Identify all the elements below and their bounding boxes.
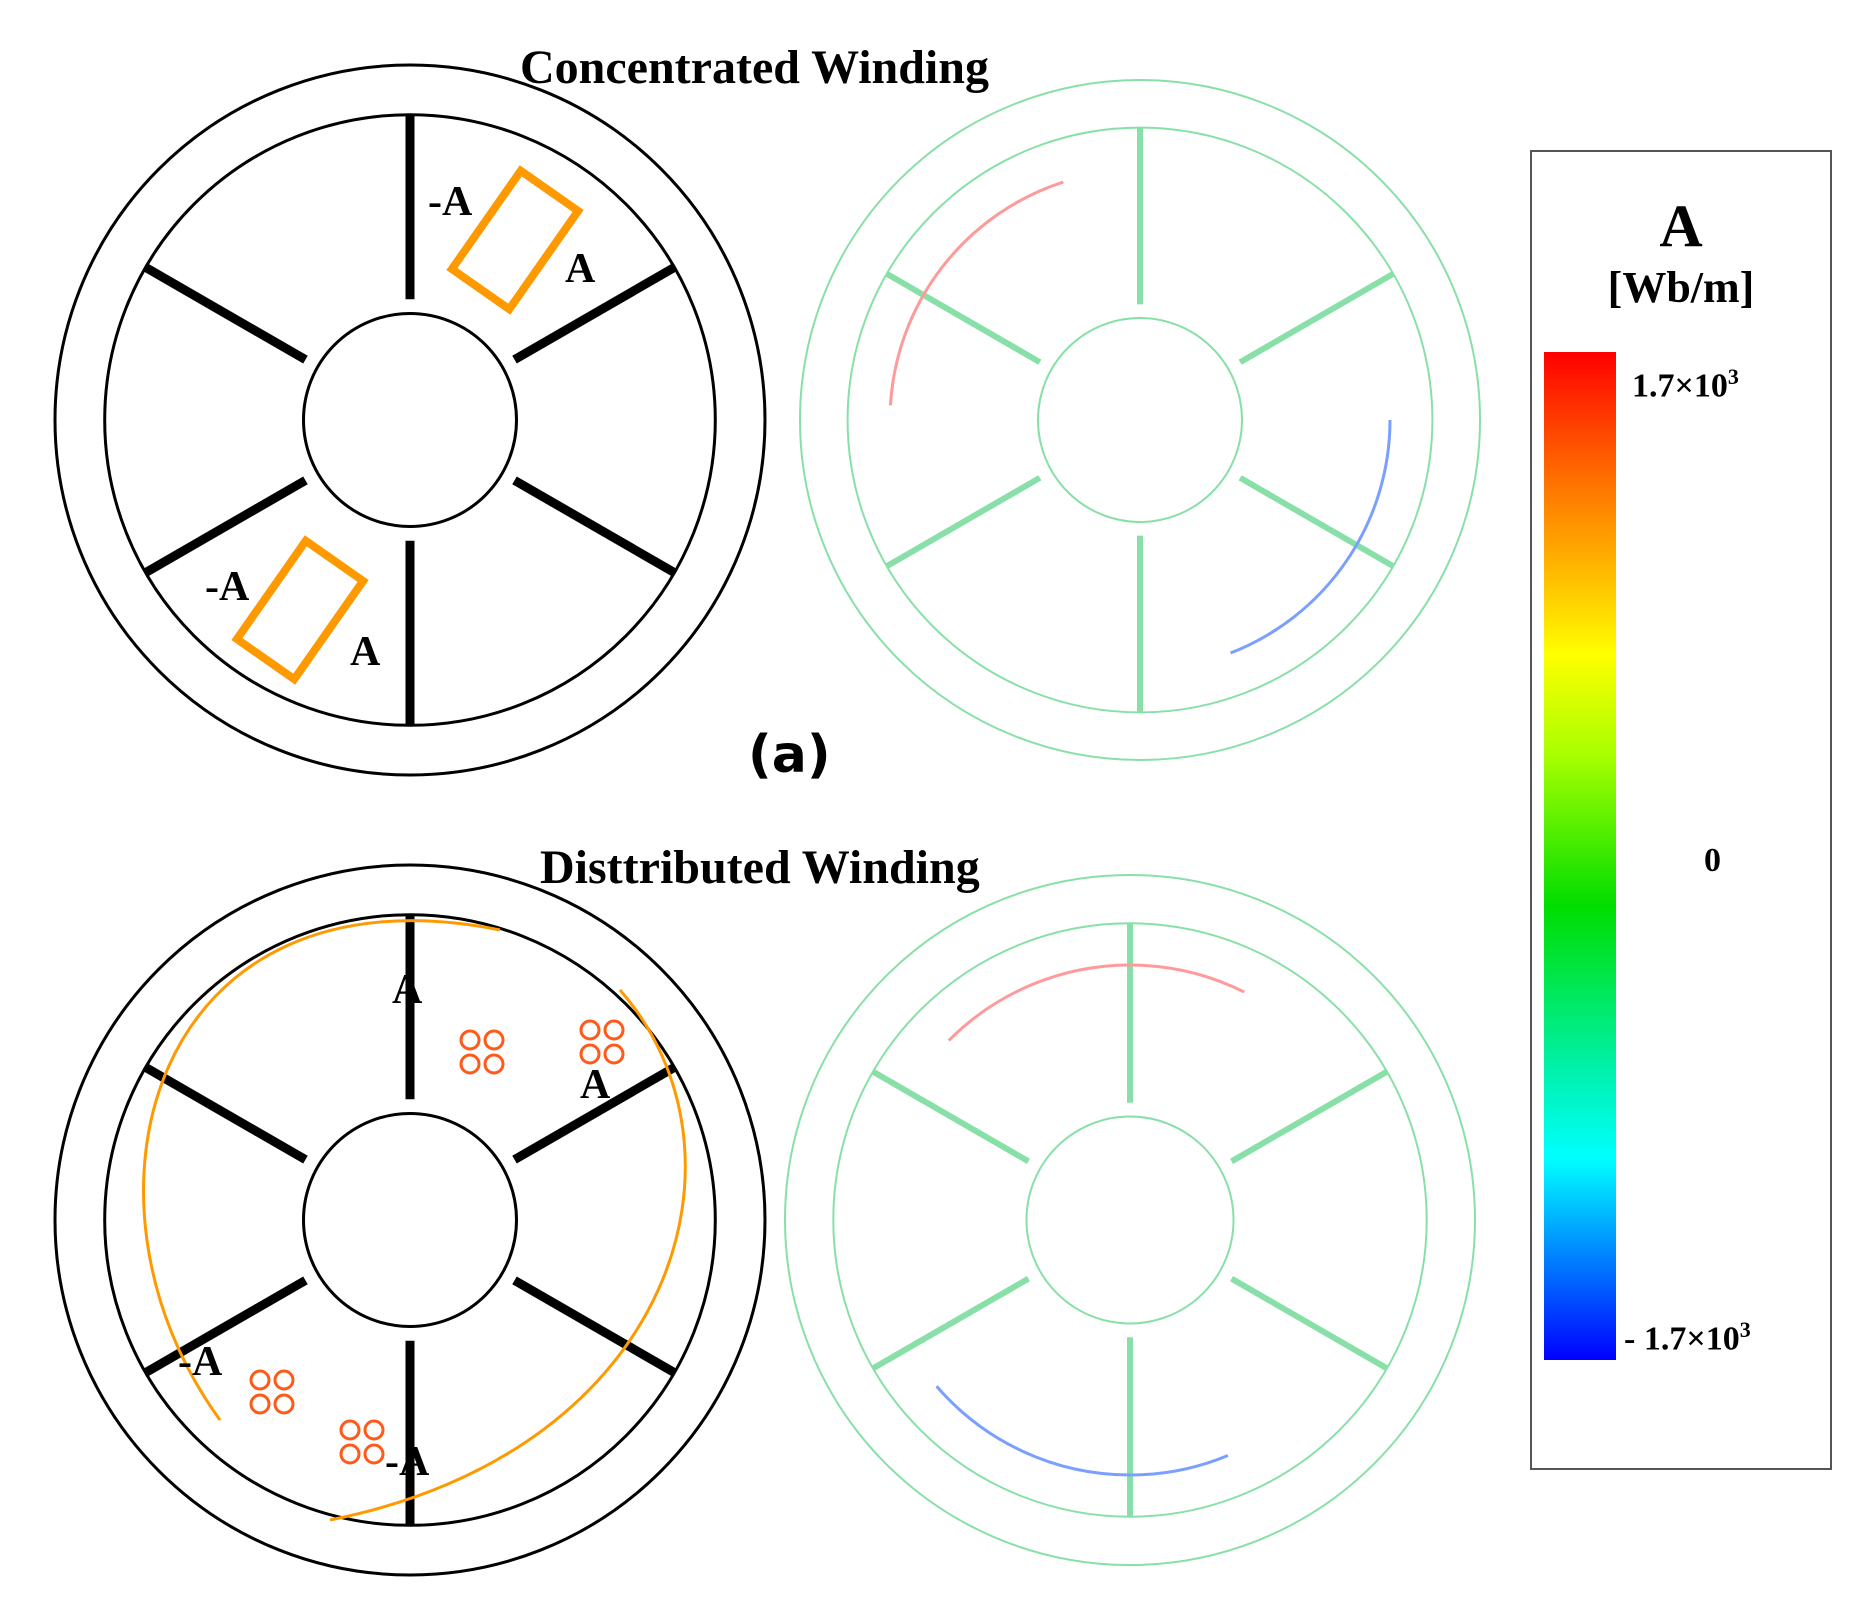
distributed-motor-outer-circle bbox=[53, 863, 767, 1577]
colorbar-mid-label: 0 bbox=[1704, 842, 1721, 879]
distributed-conductor-3-0 bbox=[339, 1419, 361, 1441]
colorbar-gradient bbox=[1544, 352, 1616, 1360]
distributed-conductor-1-1 bbox=[603, 1019, 625, 1041]
distributed-field-pole-3 bbox=[871, 1069, 1030, 1164]
concentrated-field-pole-0 bbox=[1238, 475, 1395, 569]
distributed-conductor-0-2 bbox=[459, 1053, 481, 1075]
distributed-conductor-2-2 bbox=[249, 1393, 271, 1415]
distributed-field-pole-5 bbox=[1230, 1069, 1389, 1164]
distributed-conductor-2-3 bbox=[273, 1393, 295, 1415]
concentrated-label-1: -A bbox=[428, 179, 473, 225]
distributed-label-1: A bbox=[392, 967, 423, 1013]
distributed-conductor-2-1 bbox=[273, 1369, 295, 1391]
distributed-conductor-1-3 bbox=[603, 1043, 625, 1065]
distributed-conductor-1-0 bbox=[579, 1019, 601, 1041]
subfigure-label: (a) bbox=[748, 725, 831, 785]
distributed-field-pole-2 bbox=[871, 1276, 1030, 1371]
distributed-conductor-3-2 bbox=[339, 1443, 361, 1465]
distributed-label-2: A bbox=[580, 1062, 611, 1108]
distributed-end-winding-2 bbox=[329, 989, 687, 1522]
distributed-conductor-3-3 bbox=[363, 1443, 385, 1465]
distributed-field-rotor-circle bbox=[1025, 1115, 1235, 1325]
distributed-label-3: -A bbox=[178, 1339, 223, 1385]
distributed-field-pole-0 bbox=[1230, 1276, 1389, 1371]
concentrated-field-outer-circle bbox=[799, 79, 1481, 761]
distributed-conductor-0-1 bbox=[483, 1029, 505, 1051]
distributed-motor-pole-2 bbox=[143, 1276, 308, 1377]
distributed-conductor-0-3 bbox=[483, 1053, 505, 1075]
concentrated-motor-pole-3 bbox=[143, 263, 308, 364]
concentrated-label-4: A bbox=[350, 629, 381, 675]
distributed-motor-pole-3 bbox=[143, 1063, 308, 1164]
colorbar-legend: A [Wb/m] 1.7×103 0 - 1.7×103 bbox=[1530, 150, 1832, 1470]
distributed-end-winding-1 bbox=[142, 919, 501, 1421]
distributed-conductor-2-0 bbox=[249, 1369, 271, 1391]
concentrated-coil-1 bbox=[231, 535, 369, 685]
distributed-motor-rotor-circle bbox=[302, 1112, 518, 1328]
concentrated-field-pole-2 bbox=[885, 475, 1042, 569]
distributed-winding-title: Disttributed Winding bbox=[540, 841, 980, 894]
concentrated-motor-pole-2 bbox=[143, 476, 308, 577]
distributed-flux-blue bbox=[873, 963, 1387, 1477]
distributed-conductor-1-2 bbox=[579, 1043, 601, 1065]
distributed-field-outer-circle bbox=[784, 874, 1476, 1566]
colorbar-max-label: 1.7×103 bbox=[1632, 364, 1739, 405]
concentrated-motor-pole-0 bbox=[512, 476, 677, 577]
concentrated-field-rotor-circle bbox=[1037, 317, 1243, 523]
distributed-conductor-0-0 bbox=[459, 1029, 481, 1051]
concentrated-field-pole-5 bbox=[1238, 271, 1395, 365]
concentrated-label-2: A bbox=[565, 246, 596, 292]
concentrated-motor-rotor-circle bbox=[302, 312, 518, 528]
distributed-conductor-3-1 bbox=[363, 1419, 385, 1441]
distributed-flux-red bbox=[873, 963, 1387, 1477]
concentrated-label-3: -A bbox=[205, 564, 250, 610]
concentrated-winding-title: Concentrated Winding bbox=[520, 41, 989, 94]
distributed-motor-pole-5 bbox=[512, 1063, 677, 1164]
distributed-motor-pole-0 bbox=[512, 1276, 677, 1377]
concentrated-field-pole-3 bbox=[885, 271, 1042, 365]
concentrated-flux-blue bbox=[888, 168, 1392, 672]
concentrated-motor-pole-5 bbox=[512, 263, 677, 364]
distributed-label-4: -A bbox=[385, 1439, 430, 1485]
legend-quantity: A bbox=[1659, 193, 1703, 259]
concentrated-motor-outer-circle bbox=[53, 63, 767, 777]
legend-unit: [Wb/m] bbox=[1607, 263, 1755, 312]
concentrated-coil-0 bbox=[446, 165, 584, 315]
colorbar-min-label: - 1.7×103 bbox=[1624, 1317, 1751, 1358]
